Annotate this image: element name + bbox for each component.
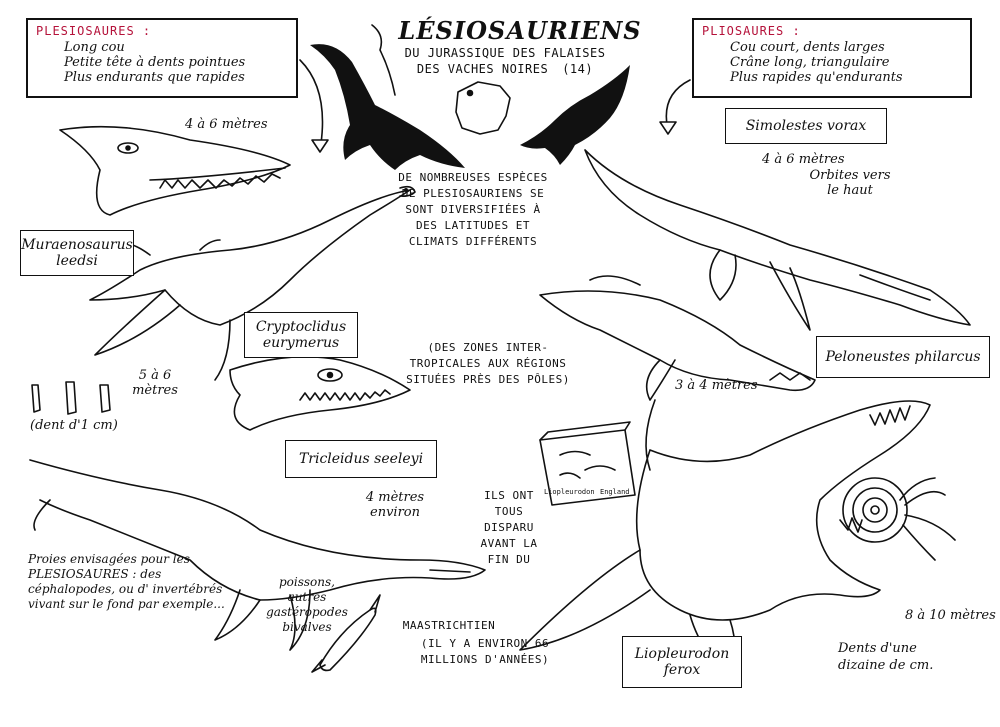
label-liopleurodon: Liopleurodon ferox [622, 636, 742, 688]
diversification-text: DE NOMBREUSES ESPÈCES DE PLESIOSAURIENS … [398, 171, 548, 248]
extinction-text: ILS ONT TOUS DISPARU AVANT LA FIN DU [480, 489, 538, 566]
pliosaures-list: Cou court, dents larges Crâne long, tria… [730, 40, 962, 85]
label-simolestes: Simolestes vorax [725, 108, 887, 144]
size-annotation: 4 mètres environ [365, 490, 425, 520]
pliosaures-box: PLIOSAURES : Cou court, dents larges Crâ… [692, 18, 972, 98]
arrow-left [299, 59, 324, 151]
size-annotation: 4 à 6 mètres [185, 117, 268, 132]
dents-annotation: Dents d'une dizaine de cm. [838, 641, 934, 673]
tooth-fossils-drawing [31, 381, 111, 415]
title-tag: (14) [562, 62, 594, 76]
plesiosaures-heading: PLESIOSAURES : [36, 24, 152, 38]
fossil-box-drawing [539, 421, 636, 506]
tricleidus-head-drawing [229, 355, 411, 431]
label-peloneustes: Peloneustes philarcus [816, 336, 990, 378]
peloneustes-drawing [539, 275, 816, 401]
size-annotation: 3 à 4 mètres [675, 378, 758, 393]
title-block: LÉSIOSAURIENS DU JURASSIQUE DES FALAISES… [360, 16, 650, 77]
tooth-annotation: (dent d'1 cm) [30, 418, 118, 433]
plesiosaur-silhouette [310, 44, 465, 170]
poissons-annotation: poissons, autres gastéropodes bivalves [266, 575, 348, 634]
proies-annotation: Proies envisagées pour les PLESIOSAURES … [28, 552, 225, 611]
size-annotation: 4 à 6 mètres [762, 152, 845, 167]
simolestes-drawing [584, 149, 971, 331]
list-item: Plus rapides qu'endurants [730, 70, 903, 85]
plesiosaures-list: Long cou Petite tête à dents pointues Pl… [64, 40, 288, 85]
list-item: Crâne long, triangulaire [730, 55, 890, 70]
label-cryptoclidus: Cryptoclidus eurymerus [244, 312, 358, 358]
latitude-text: (DES ZONES INTER-TROPICALES AUX RÉGIONS … [406, 341, 570, 386]
silhouettes [310, 44, 630, 170]
list-item: Long cou [64, 40, 125, 55]
title-subline-1: DU JURASSIQUE DES FALAISES [404, 46, 606, 60]
france-map-drawing [455, 81, 511, 135]
pliosaures-heading: PLIOSAURES : [702, 24, 801, 38]
size-annotation: 8 à 10 mètres [905, 608, 996, 623]
orbites-annotation: Orbites vers le haut [809, 168, 891, 198]
list-item: Cou court, dents larges [730, 40, 885, 55]
extinction-date: (IL Y A ENVIRON 66 MILLIONS D'ANNÉES) [420, 637, 550, 666]
list-item: Petite tête à dents pointues [64, 55, 246, 70]
title-subline-2: DES VACHES NOIRES [416, 62, 549, 76]
list-item: Plus endurants que rapides [64, 70, 245, 85]
plesiosaur-long-neck-drawing [29, 459, 486, 651]
label-muraenosaurus: Muraenosaurus leedsi [20, 230, 134, 276]
pliosaur-silhouette [520, 65, 630, 165]
fish-drawing [311, 594, 381, 673]
muraenosaurus-head-drawing [59, 125, 291, 216]
plesiosaures-box: PLESIOSAURES : Long cou Petite tête à de… [26, 18, 298, 98]
label-tricleidus: Tricleidus seeleyi [285, 440, 437, 478]
size-annotation: 5 à 6 mètres [132, 368, 178, 398]
page-title: LÉSIOSAURIENS [398, 16, 642, 45]
fossil-label: England [600, 488, 630, 496]
extinction-period: MAASTRICHTIEN [402, 619, 496, 632]
fossil-label: Liopleurodon [544, 488, 595, 496]
